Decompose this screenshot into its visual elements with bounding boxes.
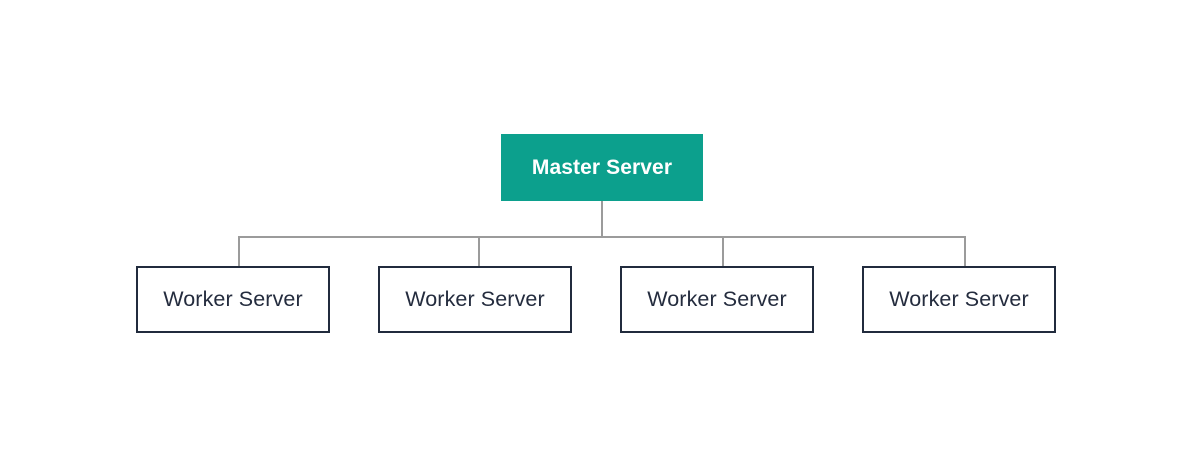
edge-horizontal-bus bbox=[238, 236, 966, 238]
node-worker-server-3-label: Worker Server bbox=[647, 286, 787, 311]
edge-master-stem bbox=[601, 201, 603, 236]
node-worker-server-1[interactable]: Worker Server bbox=[136, 266, 330, 333]
node-worker-server-4[interactable]: Worker Server bbox=[862, 266, 1056, 333]
node-worker-server-4-label: Worker Server bbox=[889, 286, 1029, 311]
node-worker-server-2-label: Worker Server bbox=[405, 286, 545, 311]
edge-drop-worker-2 bbox=[478, 236, 480, 266]
edge-drop-worker-1 bbox=[238, 236, 240, 266]
node-worker-server-2[interactable]: Worker Server bbox=[378, 266, 572, 333]
node-worker-server-3[interactable]: Worker Server bbox=[620, 266, 814, 333]
node-master-server[interactable]: Master Server bbox=[501, 134, 703, 201]
edge-drop-worker-3 bbox=[722, 236, 724, 266]
edge-drop-worker-4 bbox=[964, 236, 966, 266]
node-master-server-label: Master Server bbox=[531, 156, 673, 179]
node-worker-server-1-label: Worker Server bbox=[163, 286, 303, 311]
